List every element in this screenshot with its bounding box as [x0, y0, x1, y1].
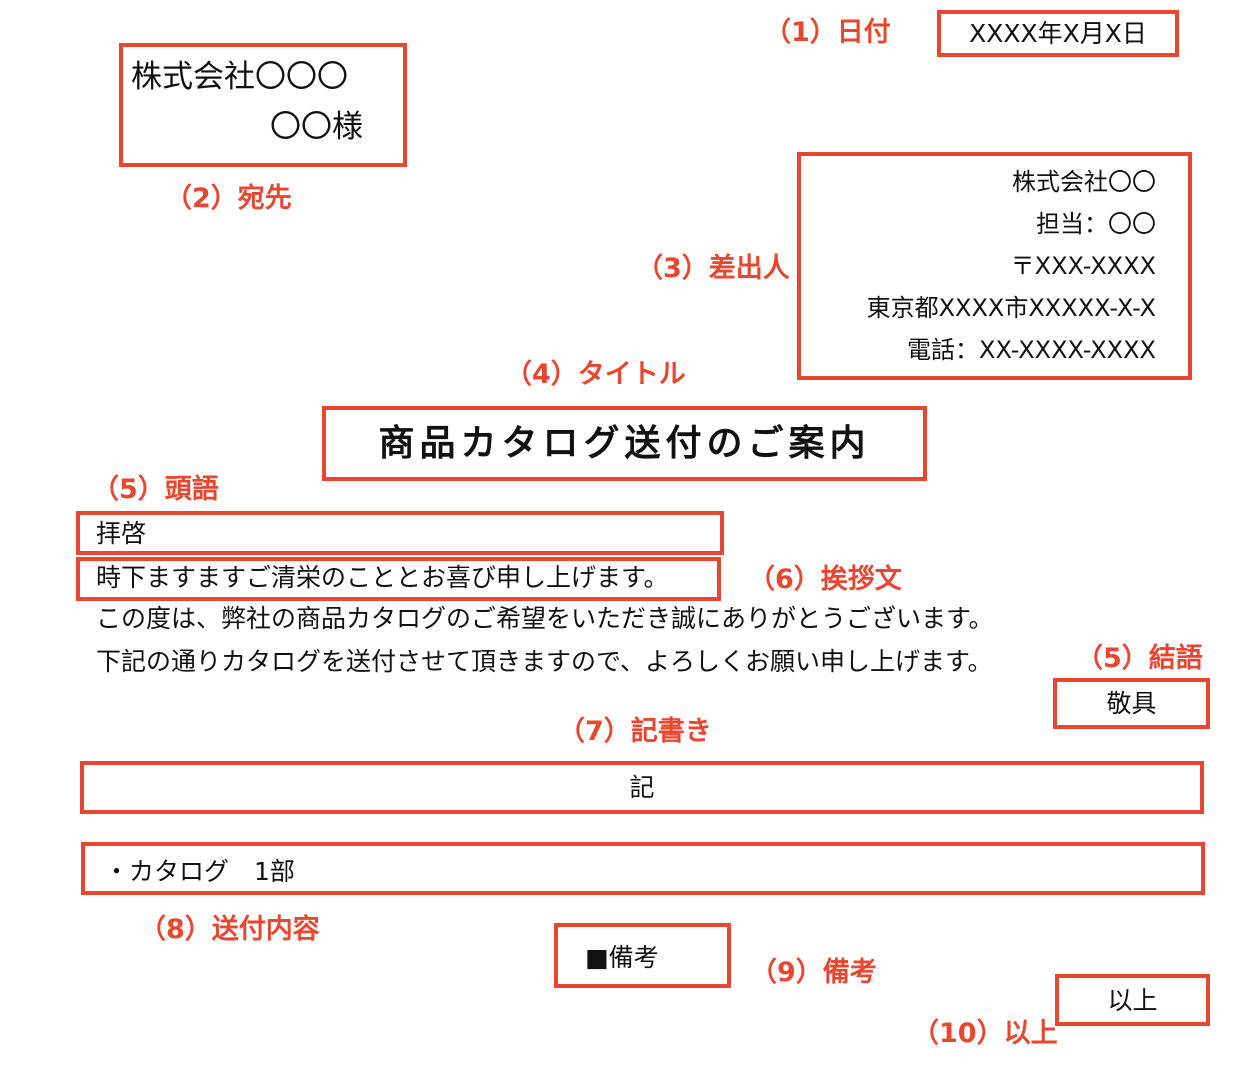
remarks-box	[554, 923, 731, 988]
label-content: （8）送付内容	[139, 914, 320, 945]
opening-box	[76, 511, 724, 555]
label-greeting: （6）挨拶文	[748, 564, 902, 595]
recipient-person: 〇〇様	[270, 109, 363, 145]
end-box	[1055, 974, 1210, 1026]
label-opening: （5）頭語	[92, 474, 219, 505]
letter-date: XXXX年X月X日	[969, 19, 1147, 48]
greeting-text: 時下ますますご清栄のこととお喜び申し上げます。	[96, 563, 669, 592]
recipient-company: 株式会社〇〇〇	[131, 59, 348, 95]
sender-postal-code: 〒XXX-XXXX	[1010, 252, 1156, 280]
sender-phone: 電話：XX-XXXX-XXXX	[907, 336, 1156, 364]
label-date: （1）日付	[764, 17, 891, 48]
content-box	[81, 842, 1205, 895]
body-line-2: 下記の通りカタログを送付させて頂きますので、よろしくお願い申し上げます。	[96, 647, 993, 676]
ki-text: 記	[629, 773, 655, 802]
remarks-text: ■備考	[585, 943, 659, 972]
ki-box	[80, 761, 1204, 814]
date-box	[937, 10, 1179, 57]
end-word: 以上	[1107, 985, 1158, 1015]
body-line-1: この度は、弊社の商品カタログのご希望をいただき誠にありがとうございます。	[96, 604, 994, 633]
greeting-box	[76, 557, 721, 601]
label-remarks: （9）備考	[750, 957, 877, 988]
closing-box	[1053, 678, 1210, 729]
closing-word: 敬具	[1106, 689, 1157, 718]
recipient-box	[119, 43, 407, 167]
sender-company: 株式会社〇〇	[1012, 168, 1156, 196]
label-end: （10）以上	[912, 1018, 1058, 1049]
label-sender: （3）差出人	[636, 253, 790, 284]
title-box	[322, 406, 927, 481]
label-title: （4）タイトル	[505, 359, 686, 390]
letter-title: 商品カタログ送付のご案内	[378, 422, 871, 464]
content-item: ・カタログ 1部	[104, 857, 295, 886]
sender-box	[797, 152, 1192, 380]
opening-word: 拝啓	[96, 519, 147, 548]
sender-address: 東京都XXXX市XXXXX-X-X	[866, 294, 1156, 322]
sender-contact: 担当：〇〇	[1036, 210, 1156, 238]
label-recipient: （2）宛先	[165, 183, 292, 214]
label-ki: （7）記書き	[558, 716, 712, 747]
label-closing: （5）結語	[1076, 643, 1203, 674]
